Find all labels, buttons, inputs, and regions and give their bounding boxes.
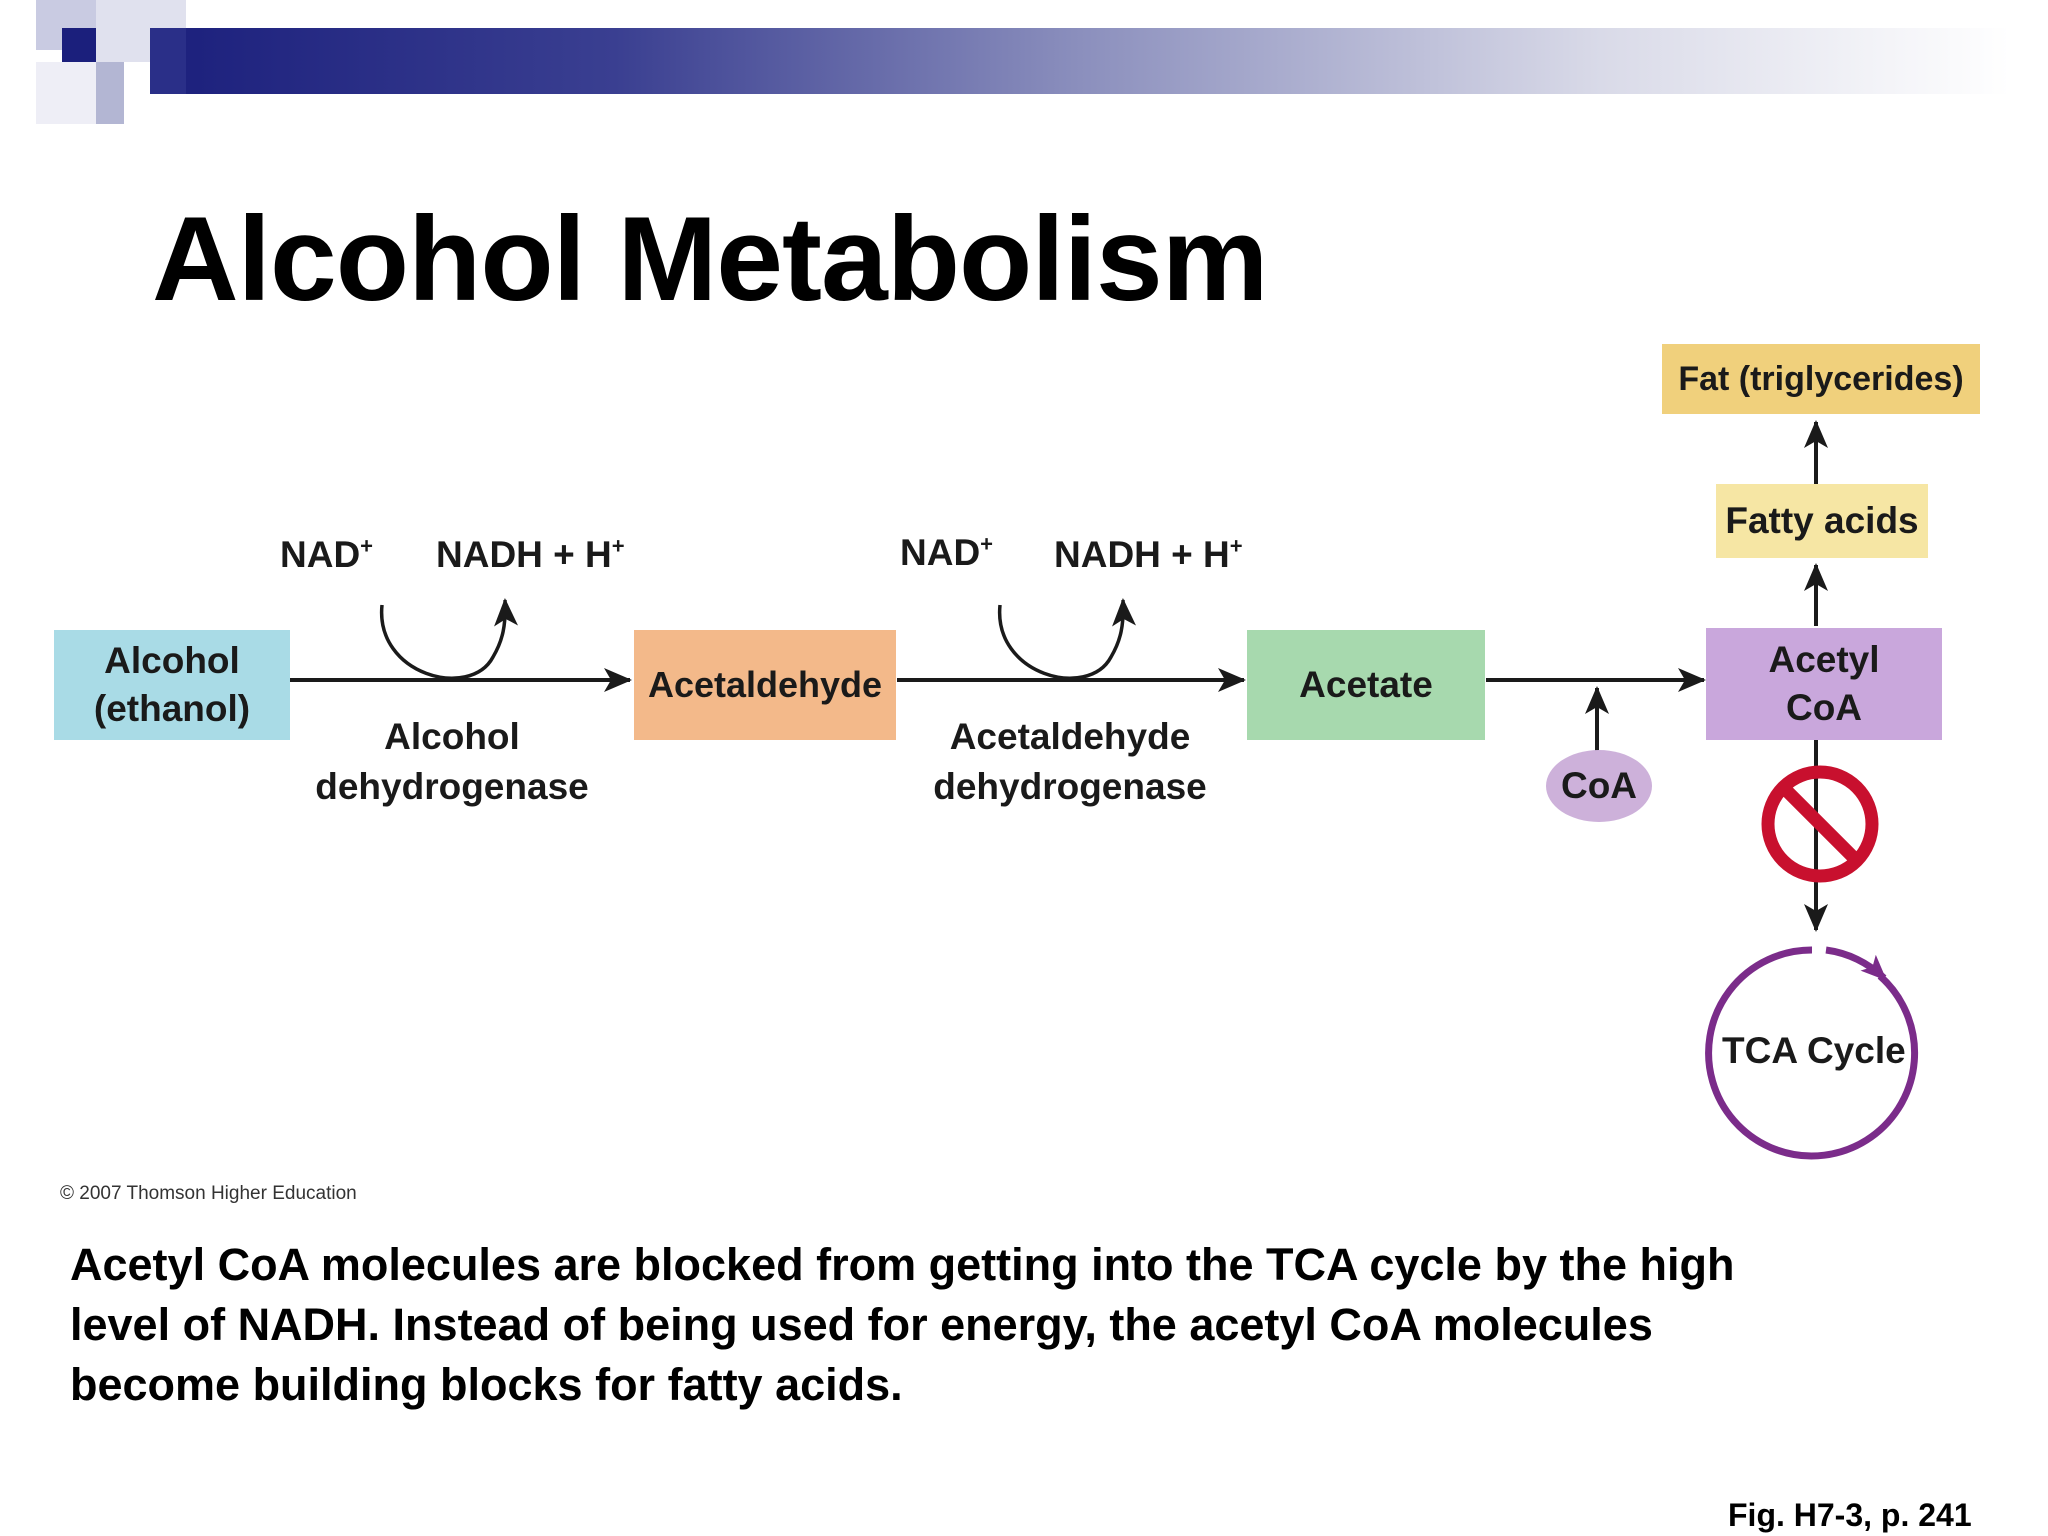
page-title: Alcohol Metabolism [152,192,1268,326]
node-acetaldehyde: Acetaldehyde [634,630,896,740]
node-acetate: Acetate [1247,630,1485,740]
node-alcohol: Alcohol (ethanol) [54,630,290,740]
header-square-tint [96,62,124,124]
caption-line-2: level of NADH. Instead of being used for… [70,1298,1653,1350]
caption-line-1: Acetyl CoA molecules are blocked from ge… [70,1239,1735,1290]
header-band [150,28,2010,94]
node-coa-label: CoA [1560,765,1638,806]
enzyme-1-line2: dehydrogenase [315,765,589,807]
node-acetyl-coa-line2: CoA [1785,687,1863,728]
header-square-dark [62,28,96,62]
node-fatty-acids-label: Fatty acids [1725,499,1919,541]
nad-curve-1 [380,598,519,680]
node-fat: Fat (triglycerides) [1662,344,1980,414]
node-fatty-acids: Fatty acids [1716,484,1928,558]
nad-curve-2 [998,598,1137,680]
tca-cycle-icon [1705,946,1919,1160]
prohibition-icon [1761,765,1879,883]
figure-reference: Fig. H7-3, p. 241 [1728,1497,1972,1533]
node-tca-label: TCA Cycle [1722,1030,1906,1071]
cofactor-nad-1: NAD+ [280,530,373,580]
node-acetaldehyde-label: Acetaldehyde [647,663,883,705]
cofactor-nad-2-sup: + [980,531,994,557]
node-fat-label: Fat (triglycerides) [1678,359,1964,398]
cofactor-nad-1-sup: + [360,533,374,559]
node-acetyl-coa: Acetyl CoA [1706,628,1942,740]
node-acetyl-coa-line1: Acetyl [1768,638,1880,680]
cofactor-nad-1-text: NAD [280,534,361,575]
cofactor-nadh-1-text: NADH + H [436,534,612,575]
enzyme-2-line2: dehydrogenase [933,765,1207,807]
enzyme-2-line1: Acetaldehyde [949,716,1191,757]
header-square-blue [150,28,186,94]
node-coa: CoA [1546,750,1652,822]
copyright-notice: © 2007 Thomson Higher Education [60,1183,357,1204]
cofactor-nadh-2-sup: + [1229,533,1243,559]
caption-line-3: become building blocks for fatty acids. [70,1358,903,1410]
cofactor-nad-2: NAD+ [900,528,993,578]
cofactor-nadh-1: NADH + H+ [436,530,625,580]
cofactor-nadh-1-sup: + [611,533,625,559]
enzyme-1-line1: Alcohol [384,716,520,757]
enzyme-acetaldehyde-dehydrogenase: Acetaldehyde dehydrogenase [920,712,1220,812]
node-alcohol-line1: Alcohol [104,639,240,681]
header-square-pale [36,62,96,124]
cofactor-nad-2-text: NAD [900,532,981,573]
enzyme-alcohol-dehydrogenase: Alcohol dehydrogenase [310,712,594,812]
caption: Acetyl CoA molecules are blocked from ge… [70,1235,1970,1415]
node-acetate-label: Acetate [1299,663,1433,705]
cofactor-nadh-2: NADH + H+ [1054,530,1243,580]
cofactor-nadh-2-text: NADH + H [1054,534,1230,575]
node-alcohol-line2: (ethanol) [93,688,251,729]
